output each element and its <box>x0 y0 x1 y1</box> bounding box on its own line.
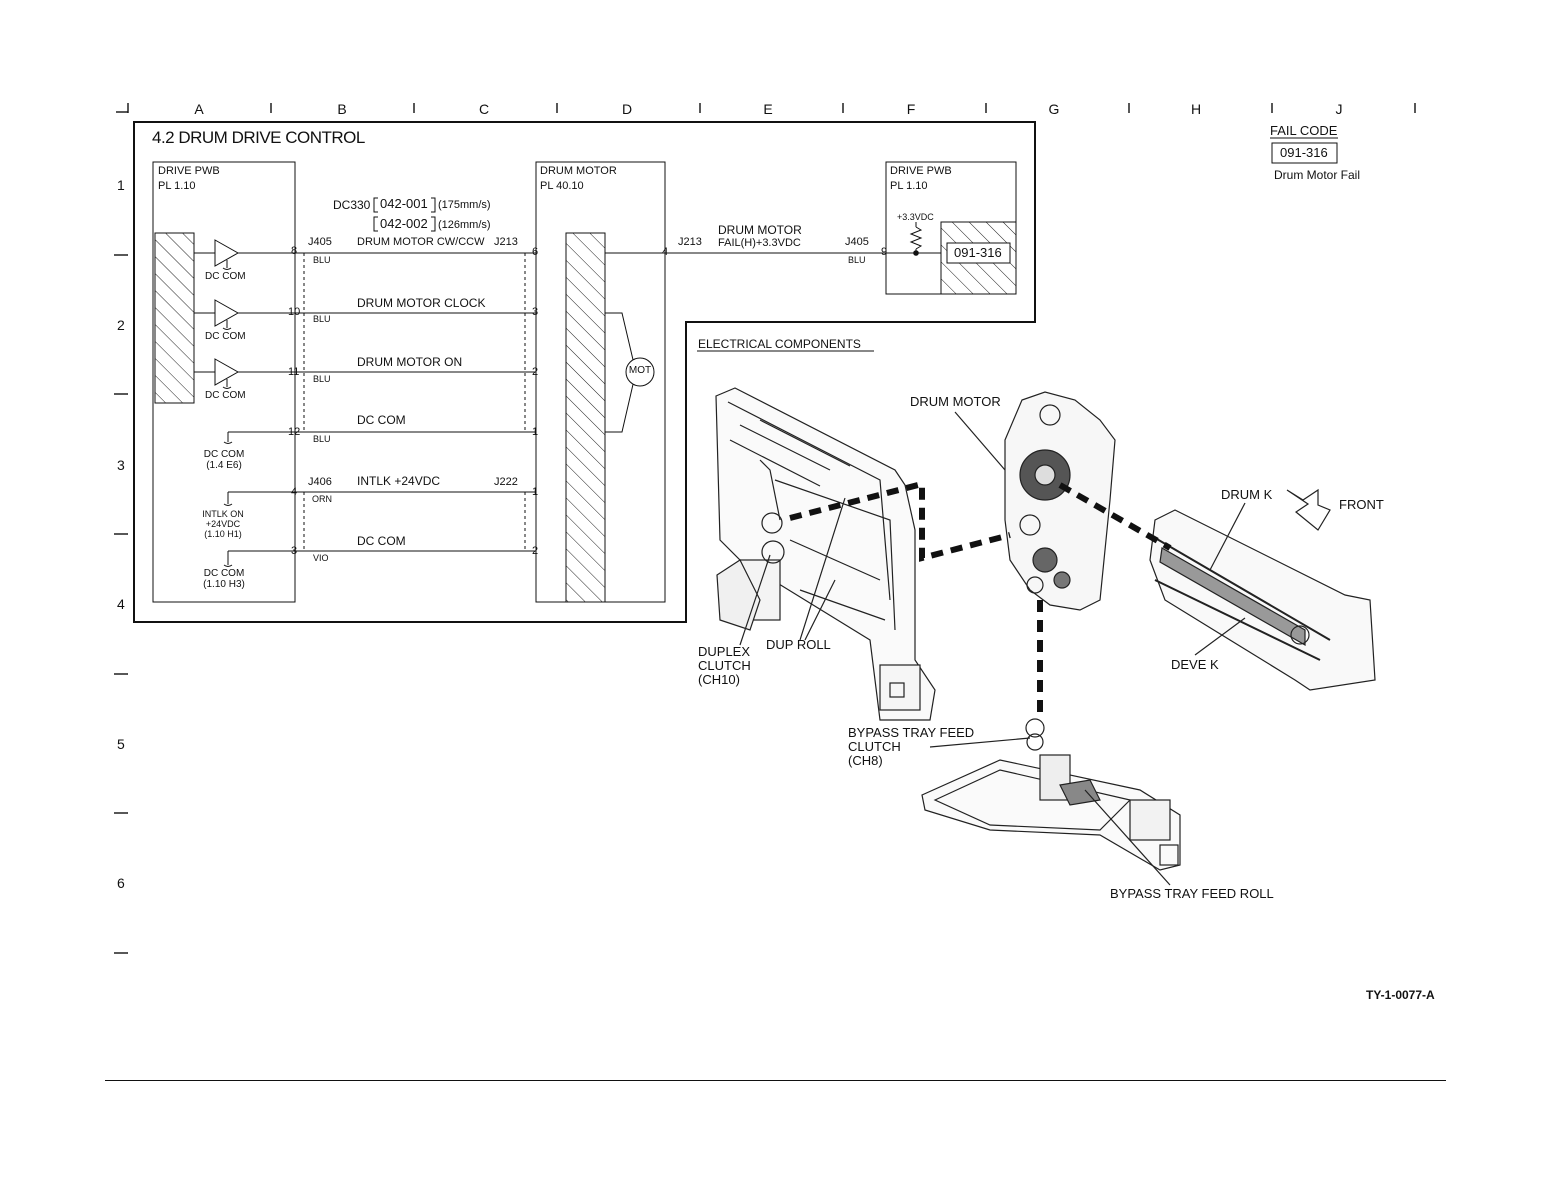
dc330-speed2: (126mm/s) <box>438 219 491 231</box>
grid-col-g: G <box>1048 101 1060 117</box>
drive-pwb-right-name: DRIVE PWB <box>890 165 952 177</box>
component-dup-roll: DUP ROLL <box>766 637 831 652</box>
buffer-symbols <box>194 239 240 386</box>
dc330-label: DC330 <box>333 198 371 212</box>
components-heading: ELECTRICAL COMPONENTS <box>698 337 861 351</box>
buffer-ground-1: DC COM <box>205 271 246 282</box>
grid-ruler <box>114 103 1416 954</box>
pin-right: 2 <box>532 545 539 557</box>
fail-signal-name-1: DRUM MOTOR <box>718 223 802 237</box>
drive-pwb-right-pl: PL 1.10 <box>890 180 928 192</box>
fail-code-label: FAIL CODE <box>1270 123 1338 138</box>
component-bypass-clutch-1: BYPASS TRAY FEED <box>848 725 975 740</box>
connector-j213-right: J213 <box>678 236 702 248</box>
grid-row-1: 1 <box>117 177 125 193</box>
connector-j405-right: J405 <box>845 236 869 248</box>
signal-name: DRUM MOTOR CW/CCW <box>357 236 485 248</box>
grid-row-2: 2 <box>117 317 125 333</box>
pin-left: 12 <box>288 426 301 438</box>
section-title: 4.2 DRUM DRIVE CONTROL <box>152 128 365 147</box>
component-deve-k: DEVE K <box>1171 657 1219 672</box>
section-frame <box>133 121 1036 623</box>
pullup-voltage: +3.3VDC <box>897 212 934 222</box>
ground-ref1-name: DC COM <box>203 449 245 460</box>
pin-left: 4 <box>291 486 298 498</box>
fail-pin-pwb: 9 <box>881 246 888 258</box>
component-duplex-1: DUPLEX <box>698 644 751 659</box>
wire-color: BLU <box>313 314 331 324</box>
dc330-speed1: (175mm/s) <box>438 199 491 211</box>
buffer-ground-2: DC COM <box>205 331 246 342</box>
component-bypass-roll: BYPASS TRAY FEED ROLL <box>1110 886 1274 901</box>
ground-ref1: (1.4 E6) <box>206 460 242 471</box>
connector-j213: J213 <box>494 236 518 248</box>
fail-code-value: 091-316 <box>1280 145 1328 160</box>
drum-motor-box-pl: PL 40.10 <box>540 180 584 192</box>
pin-right: 3 <box>532 306 539 318</box>
buffer-ground-3: DC COM <box>205 390 246 401</box>
signal-name: DRUM MOTOR ON <box>357 355 463 369</box>
signal-name: DC COM <box>357 413 406 427</box>
grid-col-c: C <box>478 101 490 117</box>
dc330-code1: 042-001 <box>380 196 428 211</box>
figure-id: TY-1-0077-A <box>1366 988 1435 1002</box>
signal-name: DRUM MOTOR CLOCK <box>357 296 486 310</box>
component-duplex-2: CLUTCH <box>698 658 751 673</box>
component-drum-motor: DRUM MOTOR <box>910 394 1001 409</box>
pin-right: 6 <box>532 246 539 258</box>
drive-pwb-left-pl: PL 1.10 <box>158 180 196 192</box>
front-label: FRONT <box>1339 497 1384 512</box>
signal-name: INTLK +24VDC <box>357 474 441 488</box>
component-duplex-3: (CH10) <box>698 672 740 687</box>
wire-color: BLU <box>313 434 331 444</box>
fail-wire-color: BLU <box>848 255 866 265</box>
pwb-fail-code-box: 091-316 <box>954 245 1002 260</box>
connector-j406: J406 <box>308 476 332 488</box>
motor-symbol-label: MOT <box>628 365 652 376</box>
intlk-ref-line2: +24VDC <box>205 519 241 529</box>
drum-motor-box-name: DRUM MOTOR <box>540 165 617 177</box>
fail-signal-name-2: FAIL(H)+3.3VDC <box>718 237 801 249</box>
fail-code-description: Drum Motor Fail <box>1274 168 1361 182</box>
pin-left: 8 <box>291 245 298 257</box>
component-bypass-clutch-3: (CH8) <box>848 753 883 768</box>
ground-ref2-name: DC COM <box>203 568 245 579</box>
pin-left: 3 <box>291 545 298 557</box>
pin-left: 10 <box>288 306 301 318</box>
grid-col-a: A <box>194 101 204 117</box>
signal-name: DC COM <box>357 534 406 548</box>
component-bypass-clutch-2: CLUTCH <box>848 739 901 754</box>
intlk-ref: (1.10 H1) <box>204 529 242 539</box>
component-drum-k: DRUM K <box>1221 487 1273 502</box>
fail-pin-motor: 4 <box>662 246 669 258</box>
pin-right: 1 <box>532 426 539 438</box>
grid-col-d: D <box>621 101 633 117</box>
grid-col-f: F <box>906 101 916 117</box>
grid-row-3: 3 <box>117 457 125 473</box>
ground-ref2: (1.10 H3) <box>203 579 245 590</box>
signal-wires <box>228 252 941 552</box>
wire-color: VIO <box>313 553 329 563</box>
grid-row-4: 4 <box>117 596 125 612</box>
grid-col-e: E <box>763 101 773 117</box>
footer-rule <box>105 1080 1446 1081</box>
grid-col-h: H <box>1190 101 1202 117</box>
grid-col-b: B <box>337 101 347 117</box>
connector-j405: J405 <box>308 236 332 248</box>
dc330-code2: 042-002 <box>380 216 428 231</box>
wire-color: BLU <box>313 374 331 384</box>
grid-row-6: 6 <box>117 875 125 891</box>
components-illustration <box>715 387 1376 886</box>
intlk-ref-line1: INTLK ON <box>202 509 244 519</box>
pin-right: 2 <box>532 366 539 378</box>
drive-pwb-left-name: DRIVE PWB <box>158 165 220 177</box>
grid-row-5: 5 <box>117 736 125 752</box>
connector-j222: J222 <box>494 476 518 488</box>
pin-right: 1 <box>532 486 539 498</box>
grid-col-j: J <box>1335 101 1343 117</box>
wire-color: ORN <box>312 494 332 504</box>
wire-color: BLU <box>313 255 331 265</box>
pin-left: 11 <box>288 366 300 378</box>
